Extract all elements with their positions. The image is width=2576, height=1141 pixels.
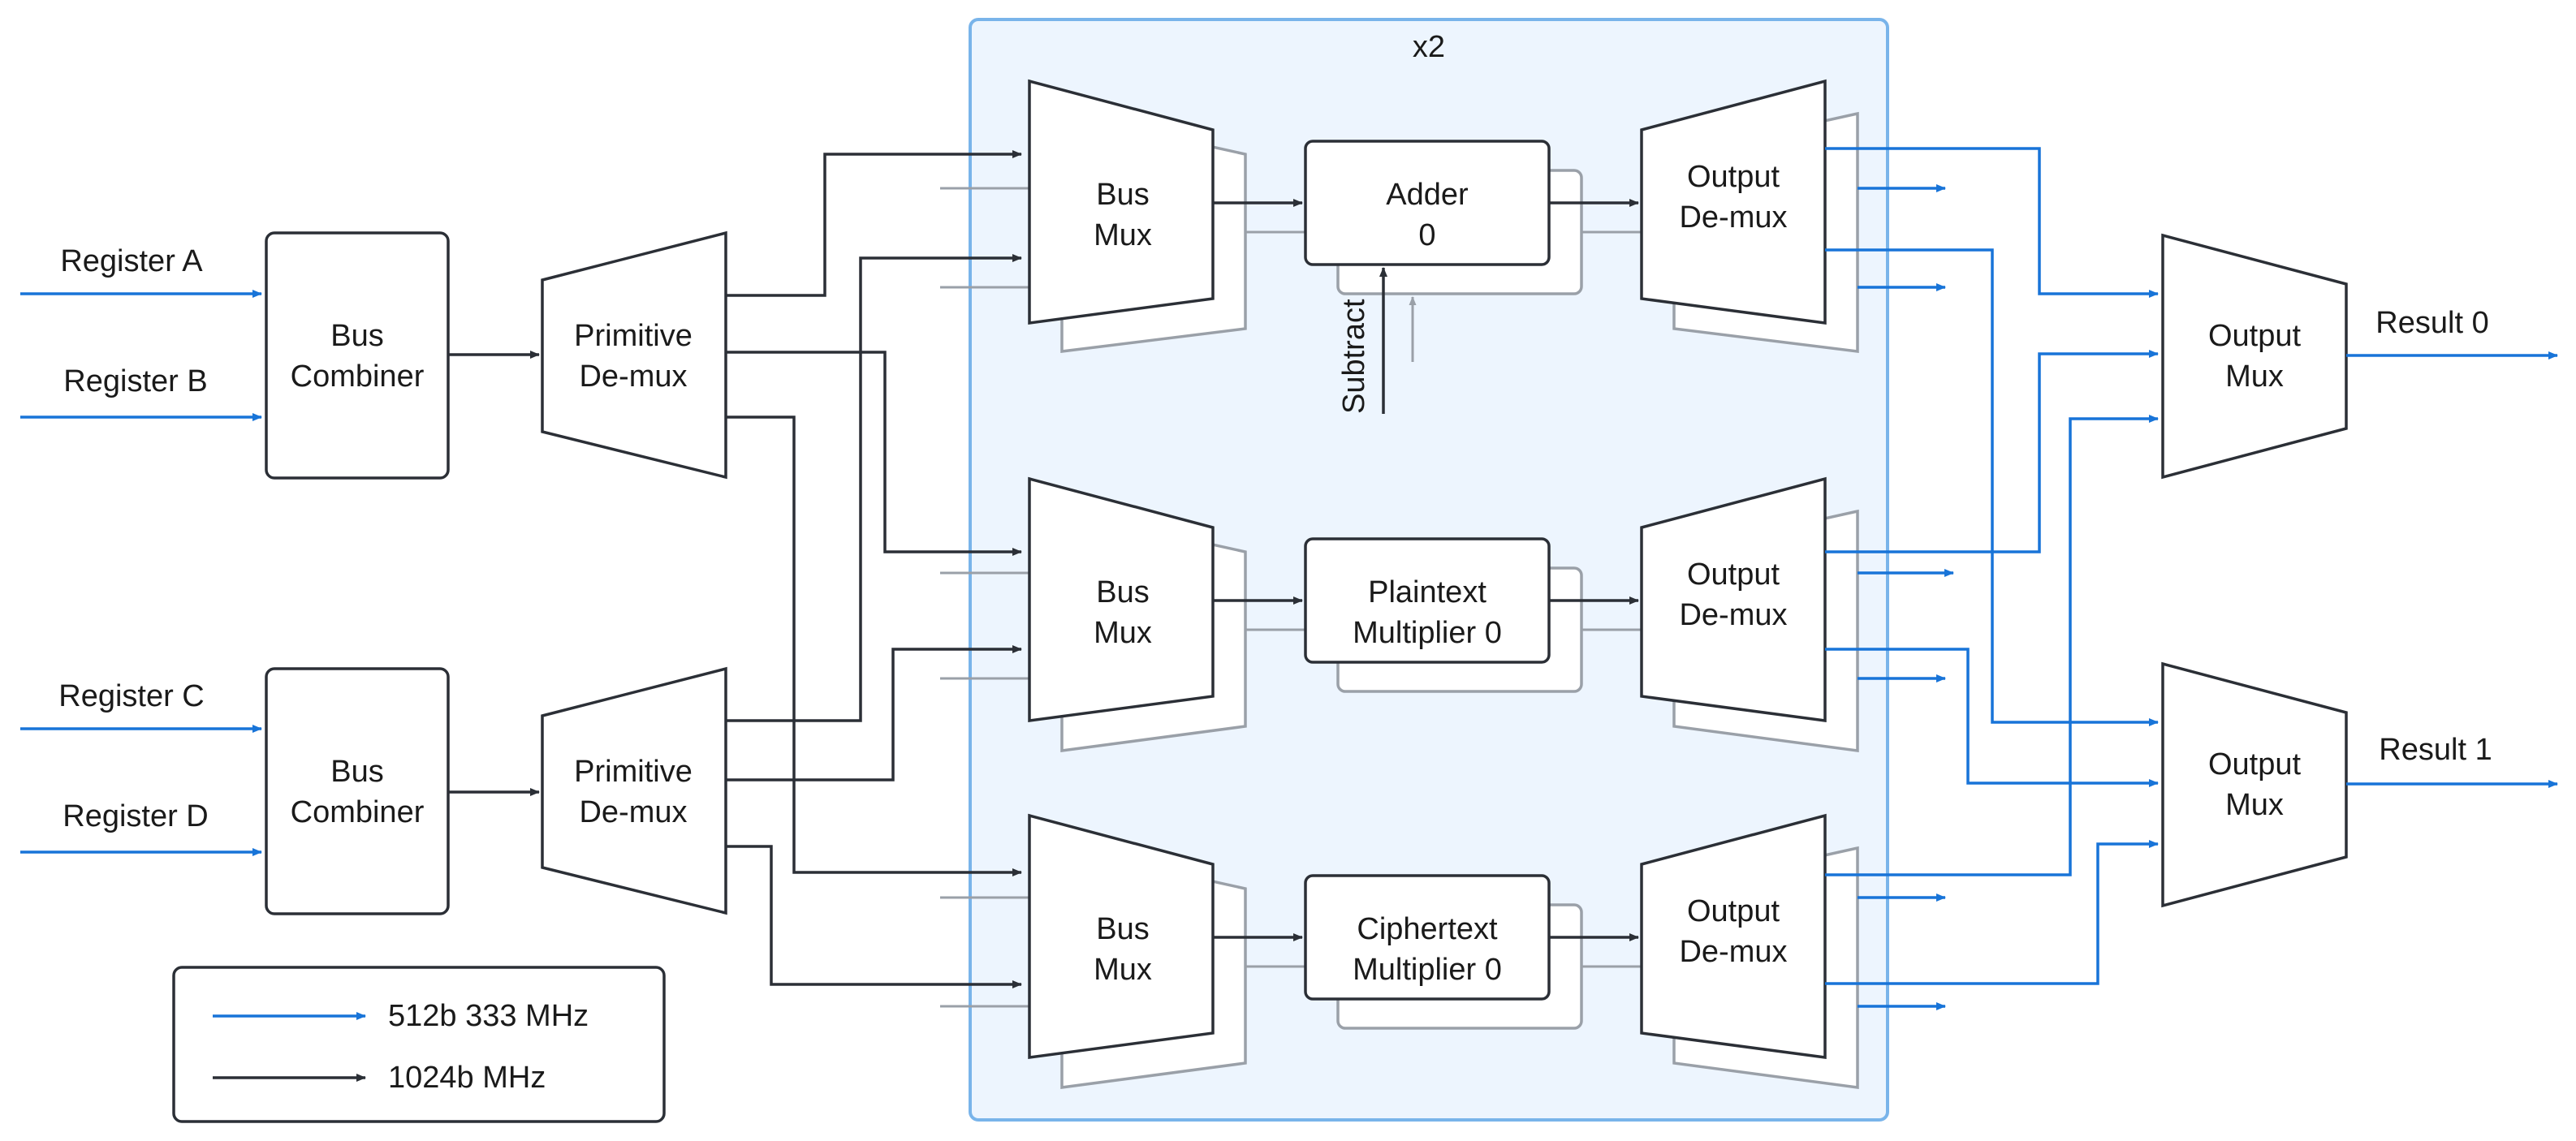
route-demux-bottom-to-mux-2 <box>726 645 1022 781</box>
route-demux-top-to-mux-1 <box>726 150 1022 297</box>
route-ciphertext-to-mux0 <box>1825 415 2159 876</box>
primitive-demux-bottom <box>541 666 727 915</box>
result-1-label: Result 1 <box>2379 733 2492 767</box>
bus-combiner-top <box>265 231 450 480</box>
legend-label-512b: 512b 333 MHz <box>388 999 589 1033</box>
route-ciphertext-to-mux1 <box>1825 840 2159 985</box>
primitive-demux-top <box>541 230 727 480</box>
output-mux-0 <box>2161 233 2348 480</box>
result-0-label: Result 0 <box>2375 306 2488 340</box>
route-demux-top-to-mux-2 <box>726 351 1022 556</box>
input-label-register-d: Register D <box>63 799 209 833</box>
legend-label-1024b: 1024b MHz <box>388 1061 546 1095</box>
route-demux-bottom-to-mux-1 <box>726 254 1022 722</box>
input-label-register-b: Register B <box>63 364 207 398</box>
legend: 512b 333 MHz 1024b MHz <box>172 966 666 1123</box>
output-demux-plaintext <box>1640 476 1827 722</box>
repeat-label: x2 <box>1413 30 1445 64</box>
bus-mux-plaintext <box>1028 476 1215 722</box>
legend-box <box>172 966 666 1123</box>
bus-mux-adder <box>1028 79 1215 325</box>
subtract-label: Subtract <box>1337 299 1371 414</box>
input-label-register-c: Register C <box>58 679 205 713</box>
input-label-register-a: Register A <box>60 244 203 278</box>
output-demux-adder <box>1640 79 1827 325</box>
route-plaintext-to-mux0 <box>1825 350 2159 553</box>
route-demux-top-to-mux-3 <box>726 415 1022 876</box>
bus-mux-ciphertext <box>1028 813 1215 1059</box>
bus-combiner-bottom <box>265 667 450 915</box>
route-demux-bottom-to-mux-3 <box>726 845 1022 988</box>
route-adder-to-mux0 <box>1825 147 2159 298</box>
route-plaintext-to-mux1 <box>1825 648 2159 787</box>
route-adder-to-mux1 <box>1825 248 2159 726</box>
output-demux-ciphertext <box>1640 813 1827 1059</box>
output-mux-1 <box>2161 661 2348 908</box>
